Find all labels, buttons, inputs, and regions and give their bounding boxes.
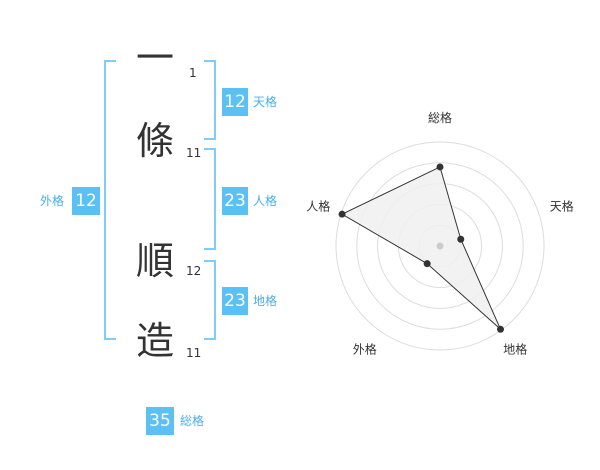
stroke-count-2: 11 xyxy=(186,146,202,160)
chikaku-label: 地格 xyxy=(253,294,278,308)
name-char-1: 一 xyxy=(135,36,174,80)
gaikaku-label: 外格 xyxy=(40,194,65,208)
radar-axis-label: 外格 xyxy=(353,342,377,357)
jinkaku-value: 23 xyxy=(222,187,248,215)
name-char-2: 條 xyxy=(135,119,174,163)
jinkaku-label: 人格 xyxy=(253,194,278,208)
radar-point xyxy=(457,235,465,243)
radar-axis-label: 人格 xyxy=(306,198,330,213)
name-char-3: 順 xyxy=(135,239,174,283)
chikaku-bracket xyxy=(204,260,216,340)
radar-axis-label: 総格 xyxy=(428,110,452,125)
radar-axis-label: 天格 xyxy=(550,198,574,213)
radar-area xyxy=(341,166,501,330)
radar-point xyxy=(497,325,505,333)
gaikaku-value: 12 xyxy=(72,187,100,215)
radar-ring xyxy=(335,141,545,351)
stroke-count-3: 12 xyxy=(186,264,202,278)
stroke-count-1: 1 xyxy=(189,66,197,80)
name-char-4: 造 xyxy=(135,319,174,363)
gaikaku-bracket xyxy=(104,60,116,340)
radar-axis-label: 地格 xyxy=(503,342,527,357)
chikaku-value: 23 xyxy=(222,287,248,315)
radar-ring xyxy=(356,162,524,330)
radar-point xyxy=(436,163,444,171)
tenkaku-value: 12 xyxy=(222,88,248,116)
radar-point xyxy=(423,260,431,268)
stroke-count-4: 11 xyxy=(186,346,202,360)
tenkaku-bracket xyxy=(204,60,216,140)
tenkaku-label: 天格 xyxy=(253,95,278,109)
soukaku-label: 総格 xyxy=(180,414,205,428)
soukaku-value: 35 xyxy=(146,407,174,435)
radar-center-dot xyxy=(436,242,444,250)
jinkaku-bracket xyxy=(204,148,216,250)
radar-point xyxy=(338,210,346,218)
